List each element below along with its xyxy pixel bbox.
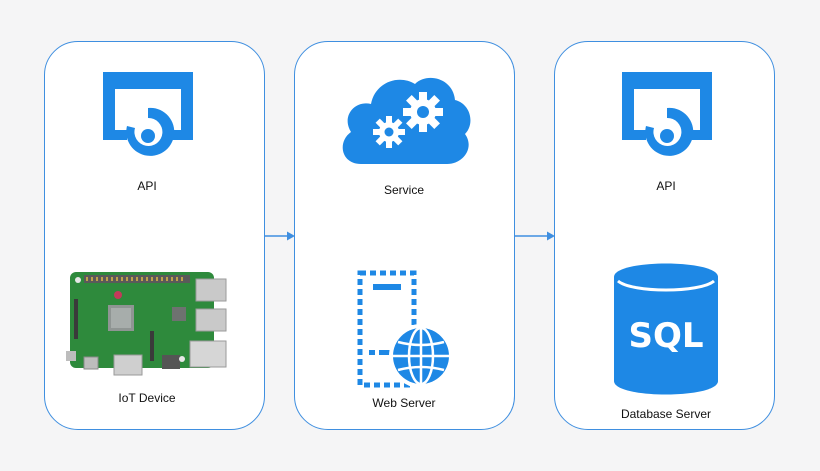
arrow-connector-1 (265, 231, 295, 241)
api-label: API (656, 179, 676, 193)
service-label: Service (383, 183, 424, 197)
sql-database-icon: SQL (614, 263, 718, 395)
panel-database (554, 41, 775, 430)
api-label: API (137, 179, 157, 193)
sql-icon-text: SQL (628, 316, 703, 356)
api-icon (103, 72, 193, 156)
web-server-label: Web Server (372, 396, 436, 410)
cloud-service-icon (342, 77, 471, 164)
raspberry-pi-board-image (58, 259, 242, 384)
web-server-icon (357, 270, 453, 388)
iot-device-label: IoT Device (118, 391, 176, 405)
api-icon (622, 72, 712, 156)
database-server-label: Database Server (620, 407, 712, 421)
arrow-connector-2 (515, 231, 555, 241)
